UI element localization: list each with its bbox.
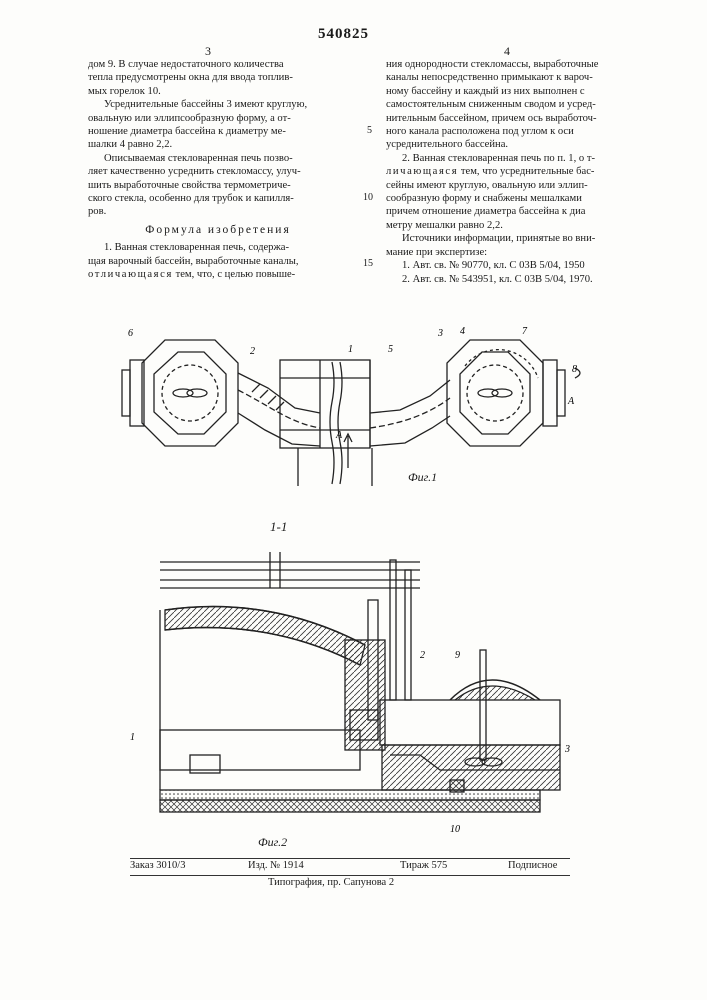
- fig1-label-7: 7: [522, 326, 528, 337]
- text-line: ров.: [88, 205, 348, 218]
- text-line: усреднительного бассейна.: [386, 138, 648, 151]
- line-number: 5: [367, 125, 372, 136]
- spaced-term: отличающаяся: [88, 269, 173, 280]
- right-column: ния однородности стекломассы, выработочн…: [386, 58, 648, 286]
- line-number: 10: [363, 192, 373, 203]
- text-line: овальную или эллипсообразную форму, а от…: [88, 112, 348, 125]
- fig2-label-2: 2: [420, 650, 425, 661]
- text-line: шалки 4 равно 2,2.: [88, 138, 348, 151]
- figure-2-drawing: 1 2 9 3 10: [120, 540, 580, 840]
- footer-circulation: Тираж 575: [400, 860, 447, 871]
- right-basin-block: [447, 340, 543, 446]
- text-line: отличающаяся тем, что, с целью повыше-: [88, 268, 348, 281]
- footer-rule-bottom: [130, 875, 570, 876]
- left-column-number: 3: [205, 44, 211, 59]
- footer-rule-top: [130, 858, 570, 859]
- fig2-label-1: 1: [130, 732, 135, 743]
- text-line: тепла предусмотрены окна для ввода топли…: [88, 71, 348, 84]
- footer-order: Заказ 3010/3: [130, 860, 185, 871]
- text-line: щая варочный бассейн, выработочные канал…: [88, 255, 348, 268]
- right-column-number: 4: [504, 44, 510, 59]
- fig1-label-a-bottom: А: [335, 430, 343, 441]
- fig2-label-10: 10: [450, 824, 460, 835]
- fig1-label-4: 4: [460, 326, 465, 337]
- text-line: 2. Авт. св. № 543951, кл. С 03В 5/04, 19…: [386, 273, 648, 286]
- text-line: сообразную форму и снабжены мешалками: [386, 192, 648, 205]
- text-line: 1. Авт. св. № 90770, кл. С 03В 5/04, 195…: [386, 259, 648, 272]
- footer-printer: Типография, пр. Сапунова 2: [268, 877, 394, 888]
- fig1-label-1: 1: [348, 344, 353, 355]
- text-line: Усреднительные бассейны 3 имеют круглую,: [88, 98, 348, 111]
- text-line: нительным бассейном, причем ось выработо…: [386, 112, 648, 125]
- text-line: мых горелок 10.: [88, 85, 348, 98]
- text-line: причем отношение диаметра бассейна к диа: [386, 205, 648, 218]
- text-line: ского стекла, особенно для трубок и капи…: [88, 192, 348, 205]
- figure-2-caption: Фиг.2: [258, 835, 287, 850]
- fig2-label-3: 3: [564, 744, 570, 755]
- text-line: мание при экспертизе:: [386, 246, 648, 259]
- text-line: ляет качественно усреднить стекломассу, …: [88, 165, 348, 178]
- figure-1-drawing: 6 2 1 5 3 4 7 8 А А: [120, 318, 590, 488]
- left-basin-circle: [162, 365, 218, 421]
- spaced-term: личающаяся: [386, 166, 458, 177]
- text-line: 2. Ванная стекловаренная печь по п. 1, о…: [386, 152, 648, 165]
- fig1-label-a-right: А: [567, 396, 575, 407]
- text-line: дом 9. В случае недостаточного количеств…: [88, 58, 348, 71]
- text-line: Описываемая стекловаренная печь позво-: [88, 152, 348, 165]
- claims-heading: Формула изобретения: [88, 224, 348, 237]
- patent-number: 540825: [318, 26, 369, 43]
- text-fragment: тем, что, с целью повыше-: [173, 269, 295, 280]
- footer-edition: Изд. № 1914: [248, 860, 304, 871]
- text-line: ному бассейну и каждый из них выполнен с: [386, 85, 648, 98]
- text-line: 1. Ванная стекловаренная печь, содержа-: [88, 241, 348, 254]
- fig1-label-5: 5: [388, 344, 393, 355]
- text-line: личающаяся тем, что усреднительные бас-: [386, 165, 648, 178]
- text-line: сейны имеют круглую, овальную или эллип-: [386, 179, 648, 192]
- figure-1-caption: Фиг.1: [408, 470, 437, 485]
- left-column: дом 9. В случае недостаточного количеств…: [88, 58, 348, 282]
- fig1-label-2: 2: [250, 346, 255, 357]
- section-label: 1-1: [270, 519, 287, 535]
- melting-basin-wall: [280, 360, 370, 448]
- text-fragment: тем, что усреднительные бас-: [458, 166, 594, 177]
- right-basin-circle: [467, 365, 523, 421]
- left-basin-block: [142, 340, 238, 446]
- fig2-label-9: 9: [455, 650, 460, 661]
- fig1-label-8: 8: [572, 364, 577, 375]
- text-line: Источники информации, принятые во вни-: [386, 232, 648, 245]
- fig1-label-6: 6: [128, 328, 133, 339]
- text-line: метру мешалки равно 2,2.: [386, 219, 648, 232]
- line-number: 15: [363, 258, 373, 269]
- right-channel: [370, 380, 450, 413]
- text-line: шить выработочные свойства термометриче-: [88, 179, 348, 192]
- footer-subscription: Подписное: [508, 860, 557, 871]
- text-line: ного канала расположена под углом к оси: [386, 125, 648, 138]
- text-line: самостоятельным сниженным сводом и усред…: [386, 98, 648, 111]
- text-line: ношение диаметра бассейна к диаметру ме-: [88, 125, 348, 138]
- text-line: ния однородности стекломассы, выработочн…: [386, 58, 648, 71]
- text-line: каналы непосредственно примыкают к вароч…: [386, 71, 648, 84]
- fig1-label-3: 3: [437, 328, 443, 339]
